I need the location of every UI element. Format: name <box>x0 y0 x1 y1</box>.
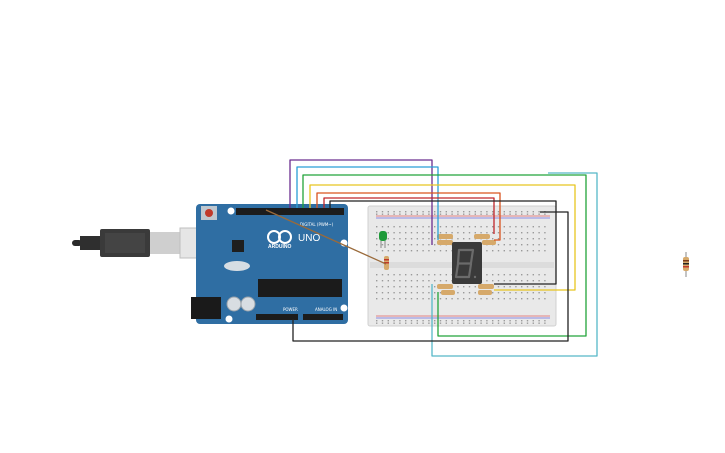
wire-teal <box>431 172 598 357</box>
wire-black-bottom <box>292 211 569 342</box>
wire-yellow <box>309 184 576 291</box>
wire-orange <box>316 192 501 241</box>
capacitor <box>226 296 242 312</box>
analog-header[interactable] <box>303 314 343 320</box>
wire-brown <box>265 209 387 265</box>
led-resistor[interactable] <box>384 256 389 270</box>
digital-header[interactable] <box>236 208 344 215</box>
microcontroller-chip <box>258 279 342 297</box>
wire-green <box>302 174 587 337</box>
power-label: POWER <box>283 307 298 312</box>
usb-cable[interactable] <box>72 227 205 259</box>
wires <box>265 159 598 357</box>
power-header[interactable] <box>256 314 298 320</box>
power-jack <box>191 297 221 319</box>
mount-hole <box>227 207 235 215</box>
wire-black-top <box>329 200 557 285</box>
digital-header-label: DIGITAL (PWM~) <box>300 222 334 227</box>
green-led[interactable] <box>379 231 387 248</box>
arduino-logo-icon <box>267 230 292 244</box>
wire-purple <box>289 159 433 245</box>
board-brand-label: ARDUINO <box>268 244 291 250</box>
loose-resistor[interactable] <box>683 252 689 277</box>
board-model-label: UNO <box>298 233 320 244</box>
analog-label: ANALOG IN <box>315 307 337 312</box>
crystal <box>224 261 250 271</box>
seven-segment-display[interactable] <box>452 242 482 284</box>
breadboard-holes <box>376 211 546 324</box>
segment-resistors[interactable] <box>437 234 496 295</box>
wire-blue <box>296 166 439 240</box>
arduino-uno-board[interactable]: UNO ARDUINO DIGITAL (PWM~) POWER ANALOG … <box>191 204 348 324</box>
segment-digit-icon <box>454 248 475 279</box>
wire-red <box>323 197 495 234</box>
